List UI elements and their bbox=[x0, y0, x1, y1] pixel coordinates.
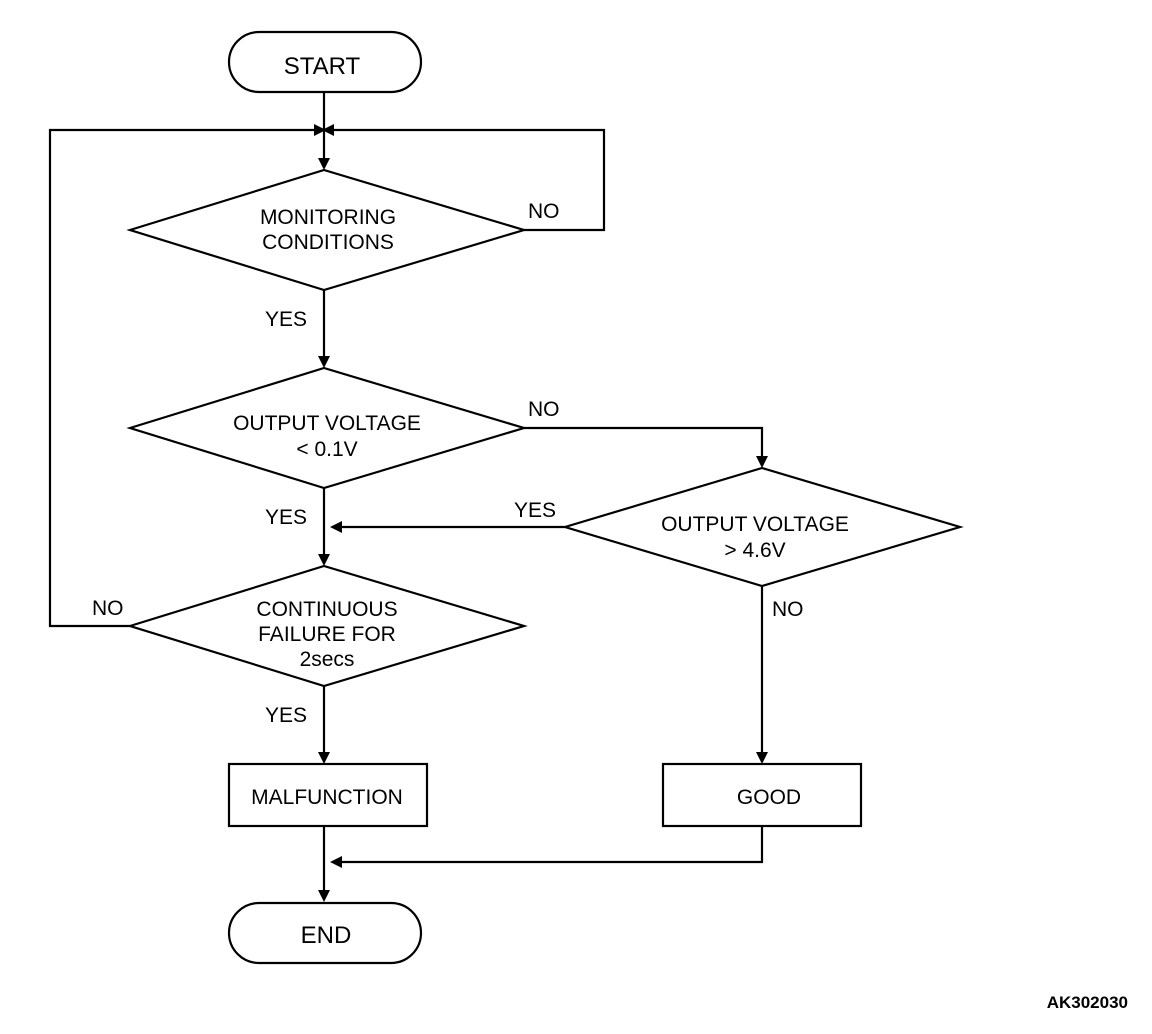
arrowhead-into-end bbox=[318, 890, 330, 902]
arrowhead-right-loop bbox=[322, 124, 334, 136]
label-continuous-yes: YES bbox=[265, 704, 307, 727]
good-label: GOOD bbox=[737, 786, 801, 809]
malfunction-label: MALFUNCTION bbox=[251, 786, 403, 809]
arrowhead-into-malfunction bbox=[318, 752, 330, 764]
label-monitoring-no: NO bbox=[528, 200, 560, 223]
start-label: START bbox=[284, 53, 361, 80]
arrowhead-into-output-high bbox=[756, 456, 768, 468]
decision-continuous-failure: CONTINUOUS FAILURE FOR 2secs bbox=[126, 564, 528, 688]
decision-monitoring-line-1: MONITORING bbox=[260, 206, 396, 229]
end-label: END bbox=[301, 922, 352, 949]
decision-output-high-line-2: > 4.6V bbox=[724, 539, 785, 562]
decision-output-voltage-high: OUTPUT VOLTAGE > 4.6V bbox=[561, 466, 964, 588]
connector-monitoring-no-loop bbox=[332, 128, 606, 232]
connectors bbox=[48, 92, 764, 890]
label-output-high-no: NO bbox=[772, 598, 804, 621]
decision-output-high-line-1: OUTPUT VOLTAGE bbox=[661, 513, 849, 536]
arrowhead-into-output-low bbox=[318, 356, 330, 368]
result-good: GOOD bbox=[661, 762, 863, 828]
connector-continuous-no-loop bbox=[48, 128, 316, 628]
start-terminal: START bbox=[227, 30, 423, 94]
arrowhead-output-high-yes bbox=[330, 521, 342, 533]
label-monitoring-yes: YES bbox=[265, 308, 307, 331]
result-malfunction: MALFUNCTION bbox=[227, 762, 429, 828]
connector-good-to-end bbox=[340, 826, 764, 864]
figure-code: AK302030 bbox=[1047, 993, 1128, 1012]
decision-continuous-line-3: 2secs bbox=[300, 648, 355, 671]
arrowhead-good-to-end bbox=[330, 856, 342, 868]
end-terminal: END bbox=[227, 901, 423, 965]
decision-continuous-line-2: FAILURE FOR bbox=[258, 623, 396, 646]
decision-monitoring-line-2: CONDITIONS bbox=[262, 231, 394, 254]
decision-output-low-line-2: < 0.1V bbox=[296, 438, 357, 461]
arrowhead-into-continuous bbox=[318, 554, 330, 566]
arrowhead-into-monitoring bbox=[318, 158, 330, 170]
label-output-high-yes: YES bbox=[514, 499, 556, 522]
branch-labels: NO YES NO YES YES NO NO YES bbox=[92, 200, 804, 727]
decision-output-voltage-low: OUTPUT VOLTAGE < 0.1V bbox=[126, 366, 528, 490]
label-output-low-yes: YES bbox=[265, 506, 307, 529]
connector-output-low-no bbox=[524, 426, 764, 456]
label-output-low-no: NO bbox=[528, 398, 560, 421]
decision-continuous-line-1: CONTINUOUS bbox=[256, 598, 397, 621]
arrowheads bbox=[314, 124, 768, 902]
decision-monitoring-conditions: MONITORING CONDITIONS bbox=[126, 168, 528, 292]
label-continuous-no: NO bbox=[92, 597, 124, 620]
decision-output-low-line-1: OUTPUT VOLTAGE bbox=[233, 412, 421, 435]
arrowhead-into-good bbox=[756, 752, 768, 764]
arrowhead-left-loop bbox=[314, 124, 326, 136]
